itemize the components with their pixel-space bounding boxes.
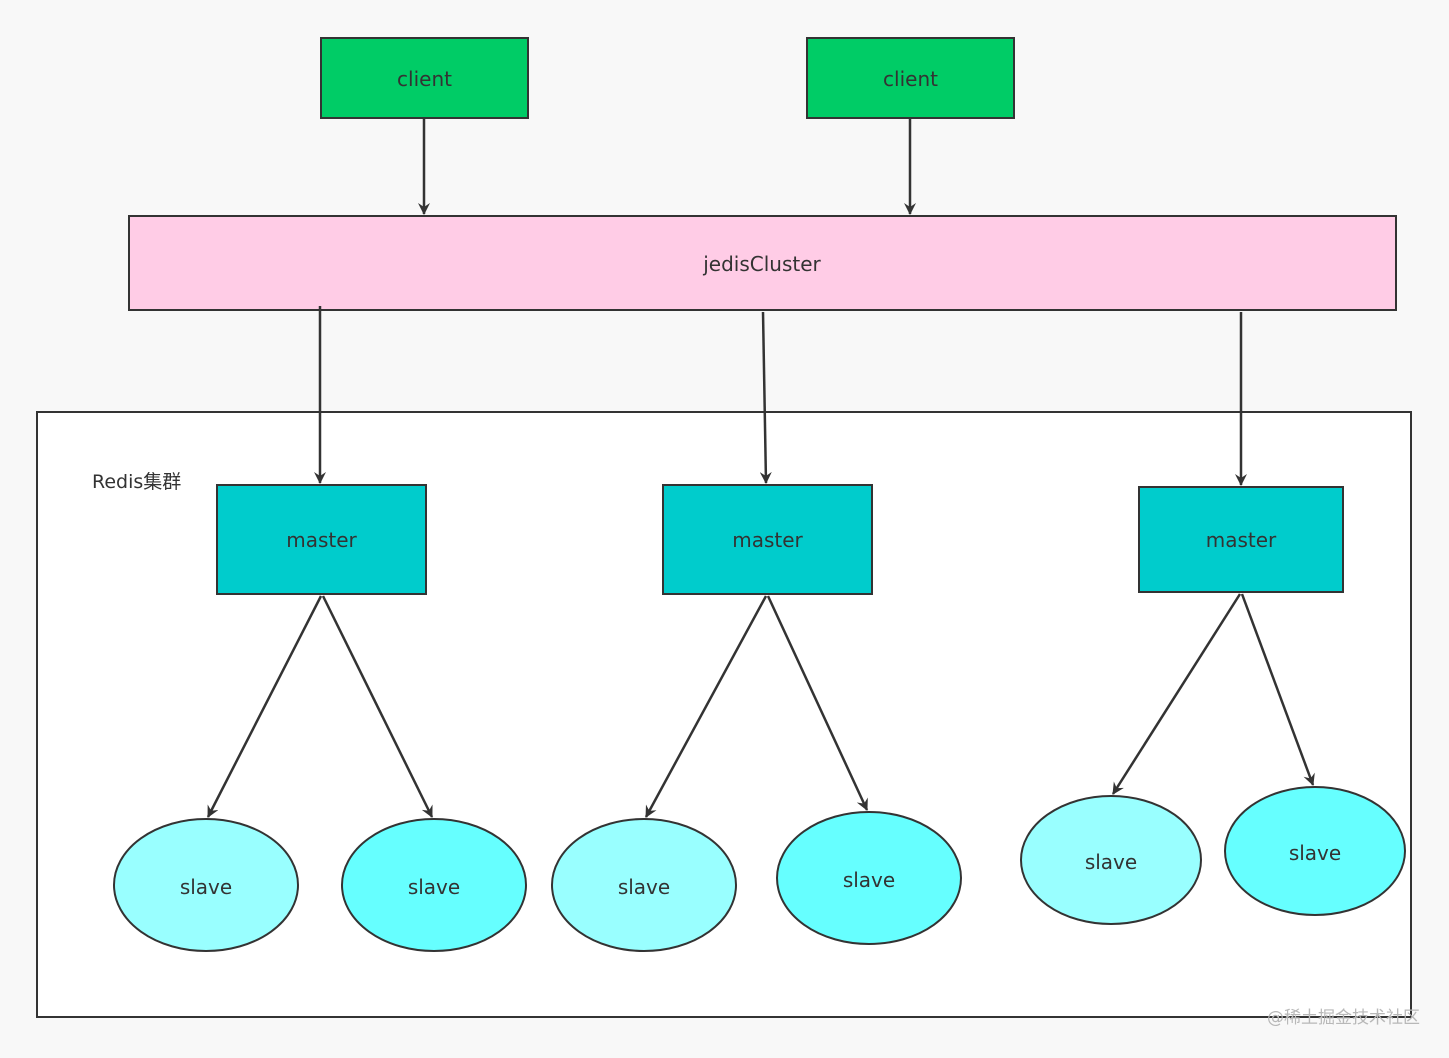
slave-node: slave [1224, 786, 1406, 916]
jedis-cluster-node: jedisCluster [128, 215, 1397, 311]
slave-node: slave [341, 818, 527, 952]
master-label: master [732, 528, 803, 552]
slave-label: slave [1085, 850, 1137, 874]
slave-node: slave [776, 811, 962, 945]
slave-label: slave [408, 875, 460, 899]
slave-label: slave [843, 868, 895, 892]
arrow-master-to-slave [766, 595, 869, 811]
client-node: client [320, 37, 529, 119]
slave-label: slave [1289, 841, 1341, 865]
watermark-text: @稀土掘金技术社区 [1267, 1008, 1420, 1028]
client-node: client [806, 37, 1015, 119]
arrow-jedis-to-master [759, 311, 772, 484]
jedis-cluster-label: jedisCluster [702, 252, 821, 276]
master-node: master [662, 484, 873, 595]
slave-node: slave [113, 818, 299, 952]
client-label: client [397, 67, 452, 91]
slave-label: slave [180, 875, 232, 899]
slave-node: slave [551, 818, 737, 952]
master-label: master [286, 528, 357, 552]
slave-label: slave [618, 875, 670, 899]
arrow-master-to-slave [1111, 593, 1242, 795]
arrow-master-to-slave [644, 595, 768, 818]
slave-node: slave [1020, 795, 1202, 925]
client-label: client [883, 67, 938, 91]
arrow-master-to-slave [321, 595, 434, 818]
arrow-master-to-slave [1240, 593, 1315, 786]
master-node: master [216, 484, 427, 595]
master-label: master [1206, 528, 1277, 552]
arrow-master-to-slave [206, 595, 323, 818]
master-node: master [1138, 486, 1344, 593]
redis-cluster-label: Redis集群 [92, 471, 181, 493]
